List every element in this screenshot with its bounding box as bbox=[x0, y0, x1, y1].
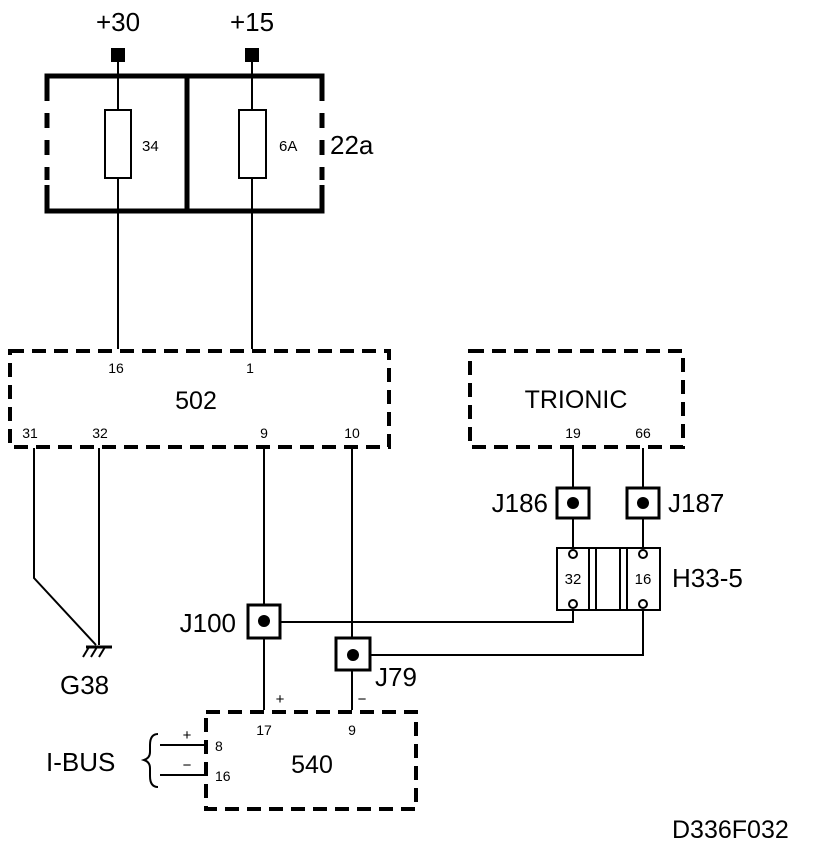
connector-j187: J187 bbox=[625, 486, 724, 520]
pin-502-1: 1 bbox=[246, 360, 254, 376]
ibus: + − I-BUS bbox=[46, 727, 206, 788]
module-trionic: TRIONIC 19 66 bbox=[468, 349, 685, 449]
pin-502-9: 9 bbox=[260, 425, 268, 441]
pin-540-9-sign: − bbox=[358, 691, 367, 708]
connector-j186: J186 bbox=[492, 486, 591, 520]
module-540-label: 540 bbox=[291, 751, 333, 779]
label-plus15: +15 bbox=[230, 7, 274, 37]
connector-j79: J79 bbox=[334, 636, 417, 692]
ibus-minus: − bbox=[183, 757, 192, 774]
pin-trionic-19: 19 bbox=[565, 425, 581, 441]
ground-g38: G38 bbox=[33, 448, 112, 700]
fuse-1-rating: 34 bbox=[142, 138, 159, 155]
fuse-2-rating: 6A bbox=[279, 138, 297, 155]
supply-terminals: +30 +15 bbox=[96, 7, 274, 62]
pin-540-17: 17 bbox=[256, 722, 272, 738]
ibus-label: I-BUS bbox=[46, 747, 115, 777]
fuse-box-22a: 22a bbox=[44, 73, 374, 214]
connector-j100: J100 bbox=[180, 603, 282, 640]
connector-h33-5: 32 16 H33-5 bbox=[556, 547, 743, 611]
ibus-bracket bbox=[140, 733, 159, 788]
ibus-plus: + bbox=[183, 727, 192, 744]
j187-label: J187 bbox=[668, 488, 724, 518]
diagram-id: D336F032 bbox=[672, 816, 789, 844]
fuse-box-label: 22a bbox=[330, 130, 374, 160]
h33-pin-16: 16 bbox=[635, 571, 652, 588]
fuse-2: 6A bbox=[238, 62, 297, 349]
j100-label: J100 bbox=[180, 608, 236, 638]
ground-label: G38 bbox=[60, 670, 109, 700]
module-502-label: 502 bbox=[175, 387, 217, 415]
terminal-plus30 bbox=[111, 48, 125, 62]
pin-502-10: 10 bbox=[344, 425, 360, 441]
fuse-1: 34 bbox=[104, 62, 159, 349]
pin-502-31: 31 bbox=[22, 425, 38, 441]
pin-trionic-66: 66 bbox=[635, 425, 651, 441]
h33-label: H33-5 bbox=[672, 563, 743, 593]
h33-pin-32: 32 bbox=[565, 571, 582, 588]
pin-540-8: 8 bbox=[215, 738, 223, 754]
pin-502-16: 16 bbox=[108, 360, 124, 376]
j79-label: J79 bbox=[375, 662, 417, 692]
pin-502-32: 32 bbox=[92, 425, 108, 441]
module-540: + − 540 17 9 8 16 bbox=[204, 691, 418, 811]
pin-540-16: 16 bbox=[215, 768, 231, 784]
label-plus30: +30 bbox=[96, 7, 140, 37]
terminal-plus15 bbox=[245, 48, 259, 62]
module-502: 502 16 1 31 32 9 10 bbox=[8, 349, 391, 449]
wires bbox=[263, 448, 644, 710]
pin-540-9: 9 bbox=[348, 722, 356, 738]
pin-540-17-sign: + bbox=[276, 691, 285, 708]
j186-label: J186 bbox=[492, 488, 548, 518]
trionic-label: TRIONIC bbox=[525, 386, 628, 414]
